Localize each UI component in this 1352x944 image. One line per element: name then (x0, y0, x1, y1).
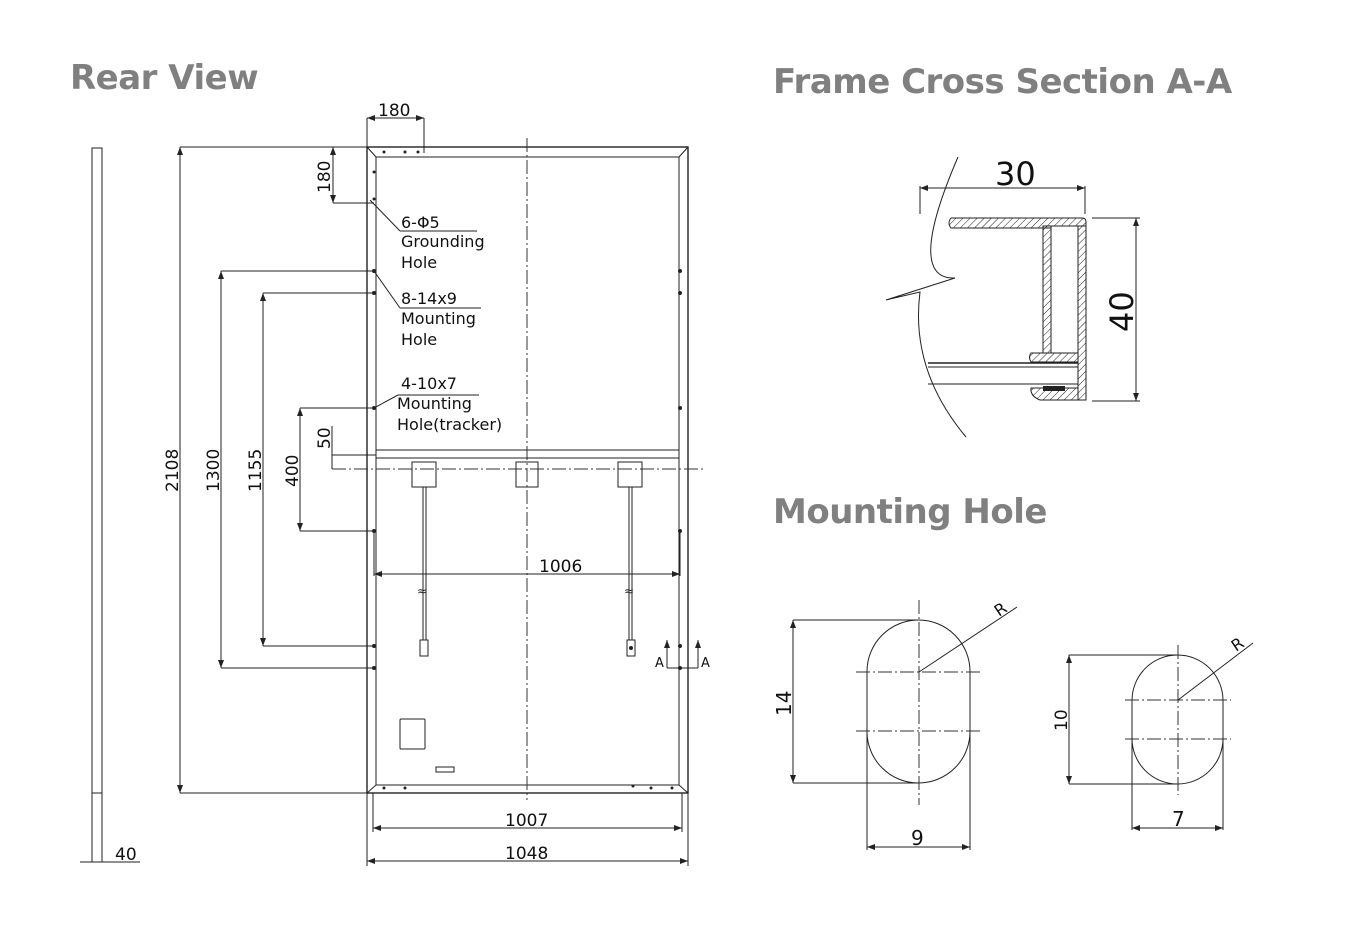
mounting-hole-small: R 10 7 (1052, 633, 1254, 831)
mounting-hole-label-2: Hole (401, 330, 437, 349)
mounting-hole-label-1: Mounting (401, 309, 476, 328)
rear-panel: ≈ ≈ A A (332, 138, 710, 800)
small-hole-width-dim: 7 (1172, 807, 1185, 831)
tracker-hole-label-2: Hole(tracker) (397, 415, 502, 434)
large-hole-height-dim: 14 (772, 691, 796, 716)
junction-box-left (411, 461, 437, 488)
frame-cross-section: 30 40 (885, 155, 1141, 438)
grounding-hole-label-1: Grounding (401, 232, 485, 251)
corner-height-dim: 180 (315, 161, 335, 193)
mounting-hole-title: Mounting Hole (773, 492, 1047, 532)
tracker-hole-label-1: Mounting (397, 394, 472, 413)
small-hole-radius: R (1228, 633, 1248, 655)
side-view: 40 (80, 147, 140, 865)
small-hole-height-dim: 10 (1052, 709, 1072, 731)
corner-width-dim: 180 (378, 101, 410, 121)
thickness-dim-label: 40 (115, 845, 137, 865)
large-hole-width-dim: 9 (911, 826, 924, 850)
section-mark-right: A (701, 656, 710, 671)
grounding-hole-label-2: Hole (401, 253, 437, 272)
cross-section-width-dim: 30 (995, 155, 1036, 193)
large-hole-radius: R (991, 598, 1011, 620)
mount-1155-dim: 1155 (246, 449, 266, 492)
rear-dimensions: 180 180 2108 1300 1155 400 50 1006 (163, 101, 689, 866)
cross-section-height-dim: 40 (1103, 291, 1141, 332)
mounting-hole-large: R 14 9 (772, 598, 1018, 850)
mounting-hole-count: 8-14x9 (401, 289, 457, 308)
svg-text:≈: ≈ (417, 584, 427, 598)
total-height-dim: 2108 (163, 449, 183, 492)
total-width-dim: 1048 (505, 844, 548, 864)
connector-right (626, 639, 636, 657)
junction-box-right (617, 461, 643, 488)
connector-left (419, 639, 429, 657)
tracker-hole-count: 4-10x7 (401, 374, 457, 393)
frame-cross-section-title: Frame Cross Section A-A (773, 62, 1232, 102)
hole-callouts: 6-Φ5 Grounding Hole 8-14x9 Mounting Hole… (369, 199, 502, 434)
tracker-400-dim: 400 (283, 455, 303, 487)
inner-width-dim: 1007 (505, 811, 548, 831)
rear-view-title: Rear View (70, 58, 259, 98)
barcode-label (435, 766, 455, 773)
mount-1300-dim: 1300 (204, 449, 224, 492)
nameplate (399, 718, 426, 750)
section-mark-left: A (655, 656, 664, 671)
svg-text:≈: ≈ (624, 584, 634, 598)
junction-box-center (515, 461, 539, 488)
offset-50-dim: 50 (315, 427, 335, 449)
grounding-hole-count: 6-Φ5 (401, 213, 440, 232)
inner-hole-span-dim: 1006 (539, 557, 582, 577)
